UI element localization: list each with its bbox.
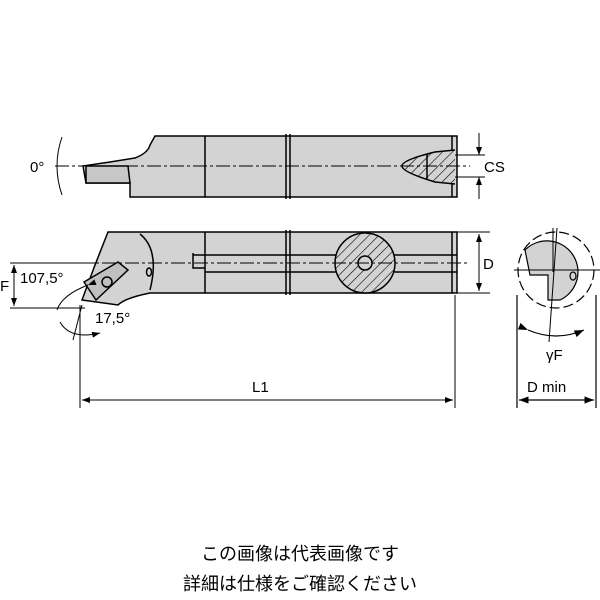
cs-dimension <box>455 133 485 199</box>
clearance-angle-arc <box>59 321 101 338</box>
clearance-angle-label: 17,5° <box>95 310 130 327</box>
approach-angle-arc <box>56 279 97 311</box>
d-dimension <box>457 231 490 294</box>
f-dimension <box>10 262 95 309</box>
end-view <box>514 227 600 408</box>
caption-line-2: 詳細は仕様をご確認ください <box>183 574 417 595</box>
f-label: F <box>0 278 9 295</box>
d-label: D <box>483 256 494 273</box>
l1-dimension <box>79 295 456 408</box>
approach-angle-label: 107,5° <box>20 270 64 287</box>
gamma-f-label: γF <box>546 347 563 364</box>
d-min-label: D min <box>527 379 566 396</box>
angle-arc-top <box>56 136 63 196</box>
caption-line-1: この画像は代表画像です <box>201 544 399 565</box>
l1-label: L1 <box>252 379 269 396</box>
cs-label: CS <box>484 159 505 176</box>
side-view <box>80 230 458 306</box>
angle-top-label: 0° <box>30 159 44 176</box>
